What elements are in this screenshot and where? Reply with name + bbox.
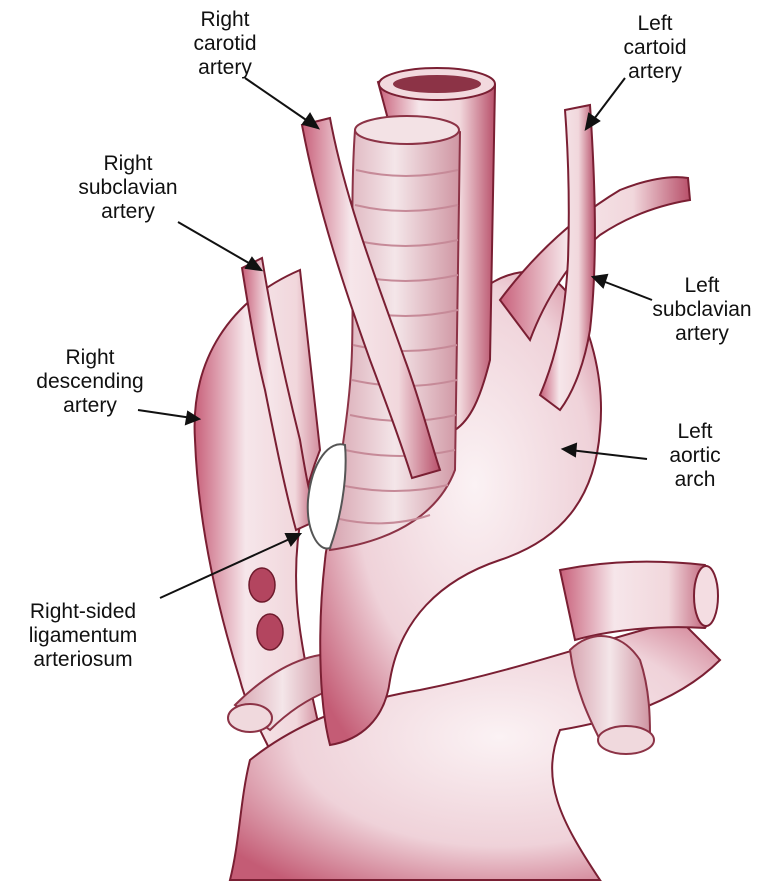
arrow-left-subclavian [599,279,653,301]
trachea-opening [354,115,460,145]
right-carotid-vessel [300,116,442,480]
lymph-node-2 [256,613,284,651]
label-right-carotid: Right carotid artery [193,8,257,79]
left-bronchus-opening [597,725,655,755]
arrowhead-right-subclavian [244,256,264,272]
lymph-node-1 [248,567,276,603]
arrow-right-descending [137,409,193,419]
arrowhead-left-carotid [584,112,601,132]
arrowhead-right-descending [184,410,202,426]
label-left-aortic-arch: Left aortic arch [669,420,721,491]
label-left-subclavian: Left subclavian artery [652,274,752,345]
left-subclavian-vessel [498,176,692,343]
arrowhead-left-aortic-arch [560,442,578,458]
label-right-descending: Right descending artery [36,346,144,417]
arrow-right-carotid [244,77,313,125]
pulmonary-branch-opening [693,565,719,627]
pulmonary-branch-right [558,560,716,642]
arrow-ligamentum [159,536,295,599]
arrow-left-carotid [590,77,626,124]
leader-lines [137,77,653,599]
esophagus-lumen [393,75,481,93]
label-left-carotid: Left cartoid artery [623,12,687,83]
arrowhead-right-carotid [301,112,321,130]
arrow-right-subclavian [177,221,255,267]
label-ligamentum: Right-sided ligamentum arteriosum [28,600,138,671]
arrowhead-ligamentum [284,533,303,547]
label-right-subclavian: Right subclavian artery [78,152,178,223]
arrowhead-left-subclavian [590,273,609,289]
arrow-left-aortic-arch [569,449,648,460]
right-bronchus-opening [227,703,273,733]
ligamentum-arteriosum [306,443,347,550]
left-carotid-vessel [538,103,596,412]
